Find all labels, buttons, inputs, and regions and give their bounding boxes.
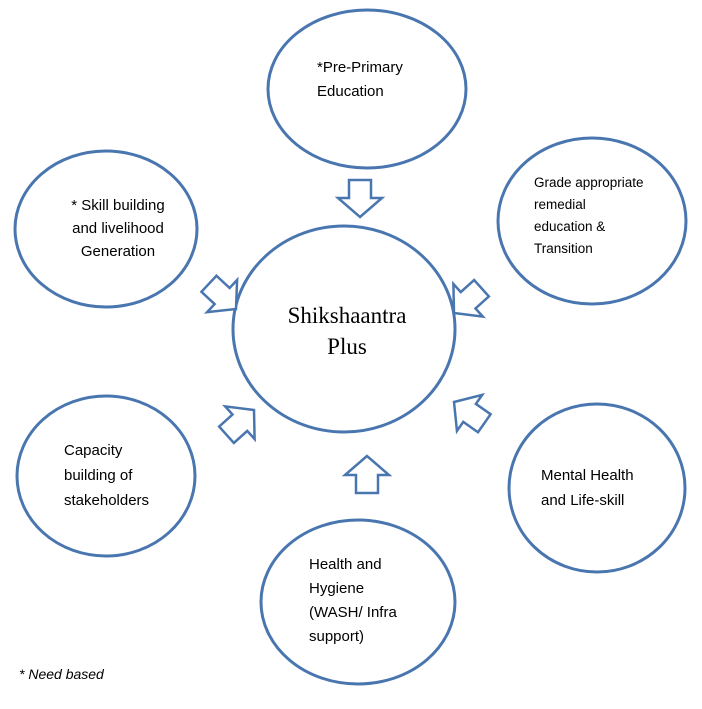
arrow-from-top-right (452, 278, 491, 319)
node-top-label: *Pre-Primary Education (317, 59, 403, 100)
arrow-from-top (334, 178, 386, 219)
center-circle (231, 224, 457, 434)
center-label: Shikshaantra Plus (287, 303, 407, 359)
arrow-from-bottom-right (452, 392, 493, 435)
node-top-right-label: Grade appropriate remedial education & T… (534, 175, 644, 256)
arrow-from-top-left (199, 273, 239, 314)
node-top-left-label: * Skill building and livelihood Generati… (71, 197, 165, 260)
node-top-left-circle (13, 149, 199, 309)
arrow-from-bottom (341, 454, 393, 495)
arrow-from-bottom-left (217, 404, 256, 445)
footnote: * Need based (19, 666, 104, 682)
node-bottom-circle (259, 518, 457, 686)
node-top-circle (266, 8, 468, 170)
node-bottom-left-label: Capacity building of stakeholders (64, 442, 150, 509)
node-top-right-circle (496, 136, 688, 306)
node-bottom-right-label: Mental Health and Life-skill (541, 467, 634, 509)
node-bottom-left-circle (15, 394, 197, 558)
node-bottom-right-circle (507, 402, 687, 574)
node-bottom-label: Health and Hygiene (WASH/ Infra support) (309, 556, 397, 645)
